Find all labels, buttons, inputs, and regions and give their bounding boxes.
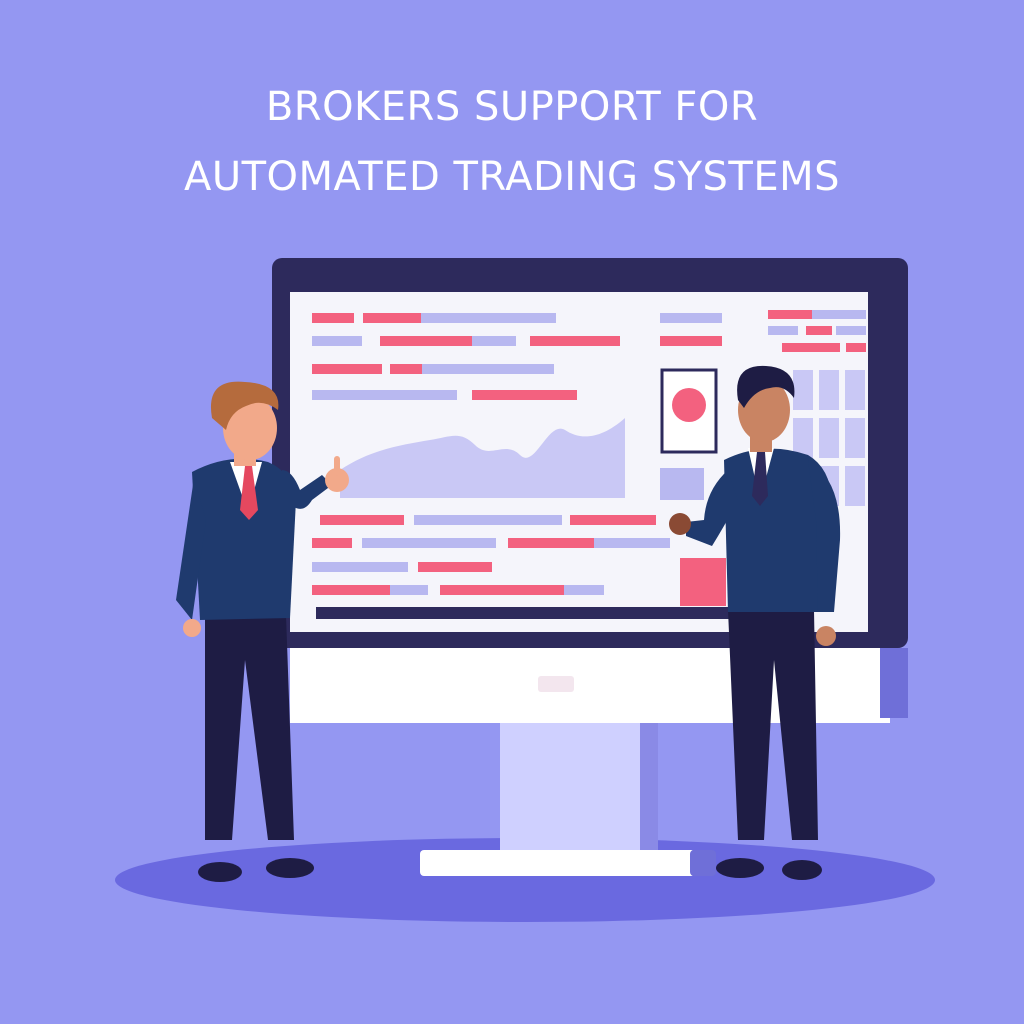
monitor-chin-side — [880, 648, 908, 718]
ui-bar — [440, 585, 564, 595]
ui-bar — [312, 538, 352, 548]
right-hair — [737, 365, 795, 408]
left-face — [223, 396, 277, 460]
ui-bar — [472, 390, 577, 400]
ui-bar — [312, 585, 390, 595]
left-shoe — [266, 858, 314, 878]
ui-bar — [312, 562, 408, 572]
right-hand-low — [816, 626, 836, 646]
ui-bar — [570, 515, 656, 525]
left-hand — [325, 468, 349, 492]
ui-bar — [660, 313, 722, 323]
ui-bar — [530, 336, 620, 346]
left-shoe — [198, 862, 242, 882]
ui-bar — [414, 515, 562, 525]
presenter-left — [176, 381, 349, 882]
ui-bar — [363, 313, 421, 323]
ui-block — [660, 468, 704, 500]
ui-bar — [362, 538, 496, 548]
ui-bar — [312, 364, 382, 374]
left-tie — [240, 466, 258, 520]
ui-bar — [812, 310, 866, 319]
monitor-neck-shade — [640, 722, 658, 852]
ui-profile-avatar — [672, 388, 706, 422]
left-hand-low — [183, 619, 201, 637]
right-trousers — [728, 610, 818, 840]
left-jacket — [192, 458, 296, 620]
ui-block — [680, 558, 726, 606]
ui-bar — [312, 336, 362, 346]
ui-bar — [768, 310, 812, 319]
right-arm — [808, 460, 841, 612]
ui-bar — [418, 562, 492, 572]
left-hair — [210, 381, 279, 430]
ui-bar — [390, 585, 428, 595]
ui-footer-bar — [316, 607, 730, 619]
headline-line-2: AUTOMATED TRADING SYSTEMS — [183, 154, 841, 200]
ui-bar — [594, 538, 670, 548]
right-tie — [752, 452, 768, 506]
left-arm — [176, 478, 206, 620]
left-pointing-arm — [282, 470, 332, 509]
left-trousers — [205, 615, 294, 840]
ui-bar — [320, 515, 404, 525]
headline-line-1: BROKERS SUPPORT FOR — [265, 84, 759, 130]
right-hand — [669, 513, 691, 535]
ui-bar — [421, 313, 556, 323]
ui-area-chart — [340, 418, 625, 498]
right-jacket — [724, 448, 832, 612]
right-shoe — [782, 860, 822, 880]
ui-bar — [472, 336, 516, 346]
ui-bar — [390, 364, 422, 374]
ui-bar — [846, 343, 866, 352]
ui-bar — [836, 326, 866, 335]
right-pointing-arm — [686, 470, 738, 546]
right-shoe — [716, 858, 764, 878]
ui-bar — [768, 326, 798, 335]
monitor-neck — [500, 722, 658, 852]
ui-bar — [508, 538, 594, 548]
monitor-base-shade — [690, 850, 716, 876]
monitor-base — [420, 850, 695, 876]
ui-grid — [793, 370, 865, 506]
ui-bar — [312, 390, 457, 400]
ui-bar — [380, 336, 472, 346]
ui-bar — [312, 313, 354, 323]
left-finger — [334, 456, 340, 476]
ui-bar — [422, 364, 554, 374]
ui-bar — [782, 343, 840, 352]
presenter-right — [669, 365, 841, 880]
ui-bar — [806, 326, 832, 335]
ui-bar — [660, 336, 722, 346]
ui-bar — [564, 585, 604, 595]
monitor-logo — [538, 676, 574, 692]
